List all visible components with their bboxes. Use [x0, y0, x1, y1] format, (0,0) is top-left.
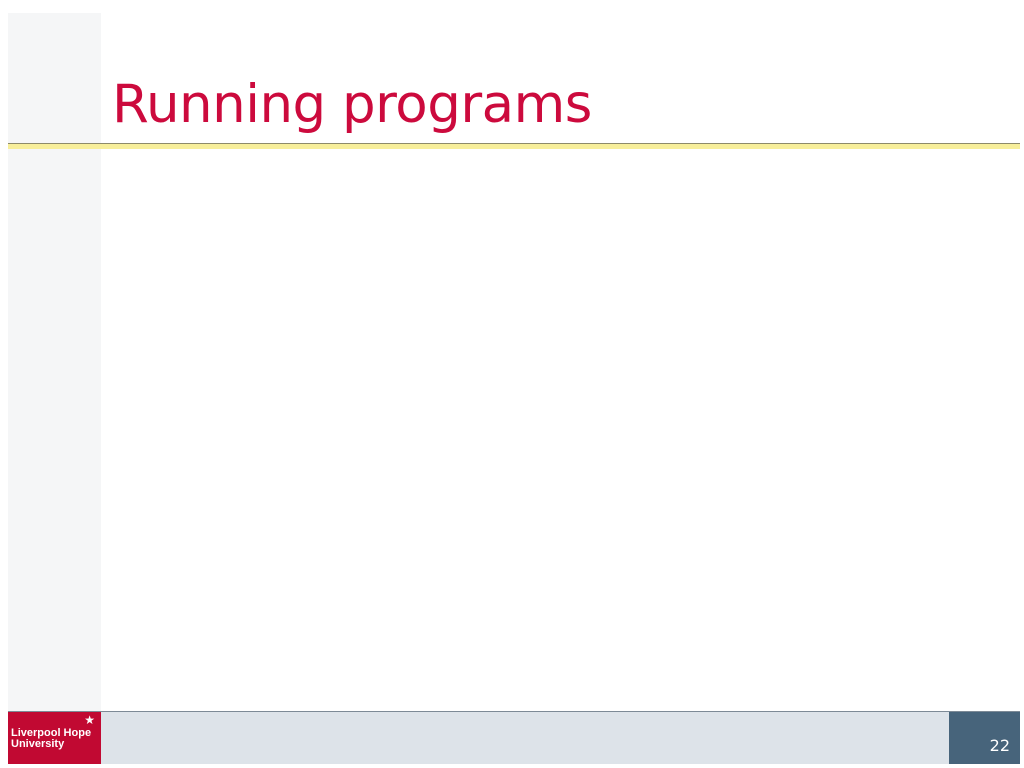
left-margin-band	[8, 13, 101, 711]
logo-text: Liverpool Hope University	[11, 728, 91, 750]
star-icon: ★	[84, 713, 95, 727]
page-number: 22	[989, 736, 1010, 755]
page-number-box: 22	[949, 712, 1020, 764]
slide-footer: ★ Liverpool Hope University 22	[8, 711, 1020, 764]
slide: Running programs ★ Liverpool Hope Univer…	[8, 13, 1020, 764]
university-logo: ★ Liverpool Hope University	[8, 712, 101, 764]
slide-title: Running programs	[112, 74, 592, 135]
logo-line-2: University	[11, 738, 65, 750]
title-divider	[8, 143, 1020, 149]
logo-line-1: Liverpool Hope	[11, 727, 92, 739]
